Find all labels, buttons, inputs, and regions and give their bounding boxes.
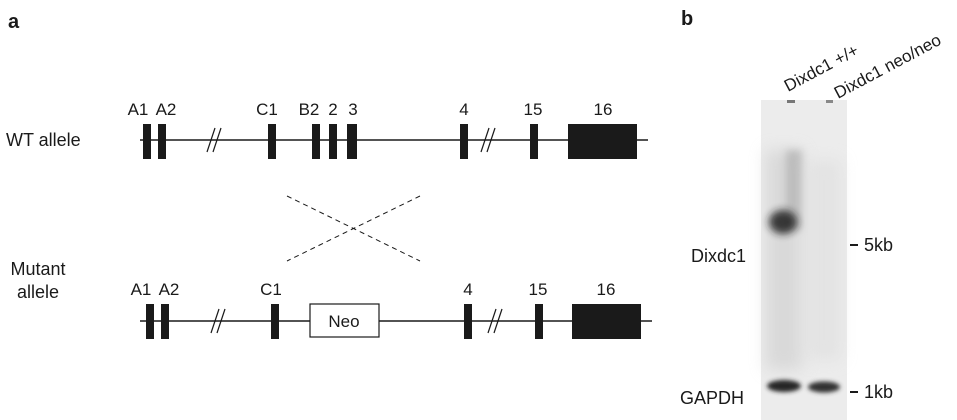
marker-label-5kb: 5kb — [864, 235, 893, 255]
wt-allele-label: WT allele — [6, 130, 81, 150]
recombination-crossover — [286, 195, 421, 262]
neo-cassette — [309, 303, 380, 338]
mutant-exon-a1 — [146, 304, 154, 339]
band-label-dixdc1: Dixdc1 — [691, 246, 746, 266]
mutant-allele-label-line2: allele — [17, 282, 59, 302]
wt-exon-label-15: 15 — [524, 100, 543, 119]
wt-exon-2 — [329, 124, 337, 159]
wt-break-mark-2 — [480, 127, 496, 153]
band-label-gapdh: GAPDH — [680, 388, 744, 408]
wt-exon-4 — [460, 124, 468, 159]
mutant-exon-a2 — [161, 304, 169, 339]
northern-blot — [761, 100, 847, 420]
wt-exon-label-a1: A1 — [128, 100, 149, 119]
wt-exon-label-4: 4 — [459, 100, 468, 119]
dixdc1-band — [769, 210, 797, 234]
panel-letter-b: b — [681, 8, 693, 30]
gapdh-band-lane2 — [808, 381, 840, 393]
panel-letter-a: a — [8, 11, 20, 33]
mutant-exon-15 — [535, 304, 543, 339]
mutant-exon-label-15: 15 — [529, 280, 548, 299]
neo-cassette-label: Neo — [328, 312, 359, 331]
well-mark-1 — [787, 100, 795, 103]
mutant-exon-label-a1: A1 — [131, 280, 152, 299]
lane-label-neo-neo: Dixdc1 neo/neo — [831, 30, 944, 102]
lane2-smear — [807, 160, 841, 360]
well-mark-2 — [826, 100, 833, 103]
wt-exon-label-3: 3 — [348, 100, 357, 119]
mutant-exon-label-a2: A2 — [159, 280, 180, 299]
mutant-break-mark-2 — [487, 308, 503, 334]
wt-exon-c1 — [268, 124, 276, 159]
mutant-exon-c1 — [271, 304, 279, 339]
wt-exon-3 — [347, 124, 357, 159]
wt-break-mark-1 — [206, 127, 222, 153]
mutant-exon-label-c1: C1 — [260, 280, 282, 299]
wt-exon-b2 — [312, 124, 320, 159]
marker-label-1kb: 1kb — [864, 382, 893, 402]
wt-exon-label-16: 16 — [594, 100, 613, 119]
mutant-exon-4 — [464, 304, 472, 339]
mutant-break-mark-1 — [210, 308, 226, 334]
mutant-allele: Mutant allele Neo A1 A2 C1 4 15 16 — [10, 259, 652, 339]
wt-exon-label-a2: A2 — [156, 100, 177, 119]
wt-exon-label-b2: B2 — [299, 100, 320, 119]
mutant-allele-label-line1: Mutant — [10, 259, 65, 279]
lane1-upper-smear — [786, 150, 802, 230]
wt-exon-a1 — [143, 124, 151, 159]
wt-exon-label-c1: C1 — [256, 100, 278, 119]
mutant-exon-16 — [572, 304, 641, 339]
wt-exon-a2 — [158, 124, 166, 159]
wt-exon-label-2: 2 — [328, 100, 337, 119]
mutant-exon-label-4: 4 — [463, 280, 472, 299]
wt-allele: WT allele A1 A2 C1 B2 2 3 4 15 16 — [6, 100, 648, 159]
wt-exon-16 — [568, 124, 637, 159]
mutant-exon-label-16: 16 — [597, 280, 616, 299]
gapdh-band-lane1 — [767, 380, 801, 392]
wt-exon-15 — [530, 124, 538, 159]
